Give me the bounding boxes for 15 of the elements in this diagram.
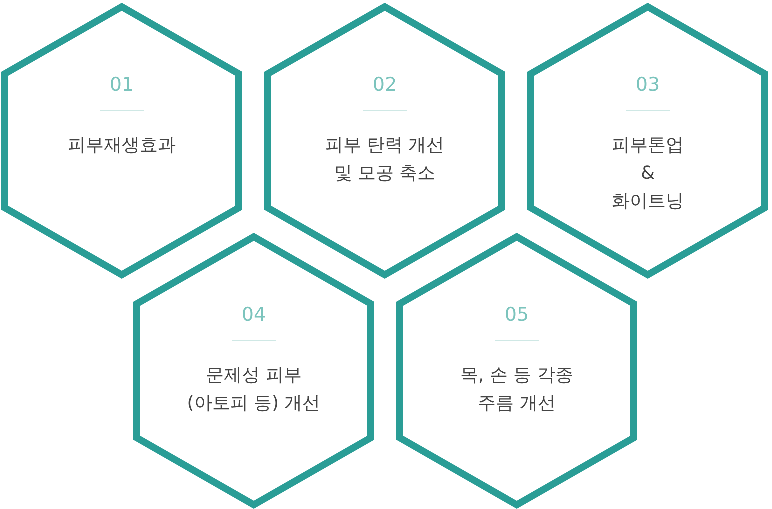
hexagon-card	[132, 232, 376, 509]
hexagon-card	[263, 2, 507, 280]
hexagon-card	[0, 2, 244, 280]
hexagon-card	[526, 2, 770, 280]
step-number: 04	[240, 304, 268, 326]
step-number: 03	[634, 74, 662, 96]
hexagon-card	[395, 232, 639, 509]
step-number: 02	[372, 74, 398, 96]
benefit-text: 문제성 피부 (아토피 등) 개선	[186, 364, 322, 416]
benefit-text: 피부 탄력 개선 및 모공 축소	[324, 134, 446, 186]
benefit-text: 목, 손 등 각종 주름 개선	[460, 364, 574, 416]
step-number: 01	[108, 74, 136, 96]
benefit-text: 피부톤업 & 화이트닝	[611, 134, 685, 214]
step-number: 05	[504, 304, 530, 326]
benefit-text: 피부재생효과	[67, 134, 177, 158]
